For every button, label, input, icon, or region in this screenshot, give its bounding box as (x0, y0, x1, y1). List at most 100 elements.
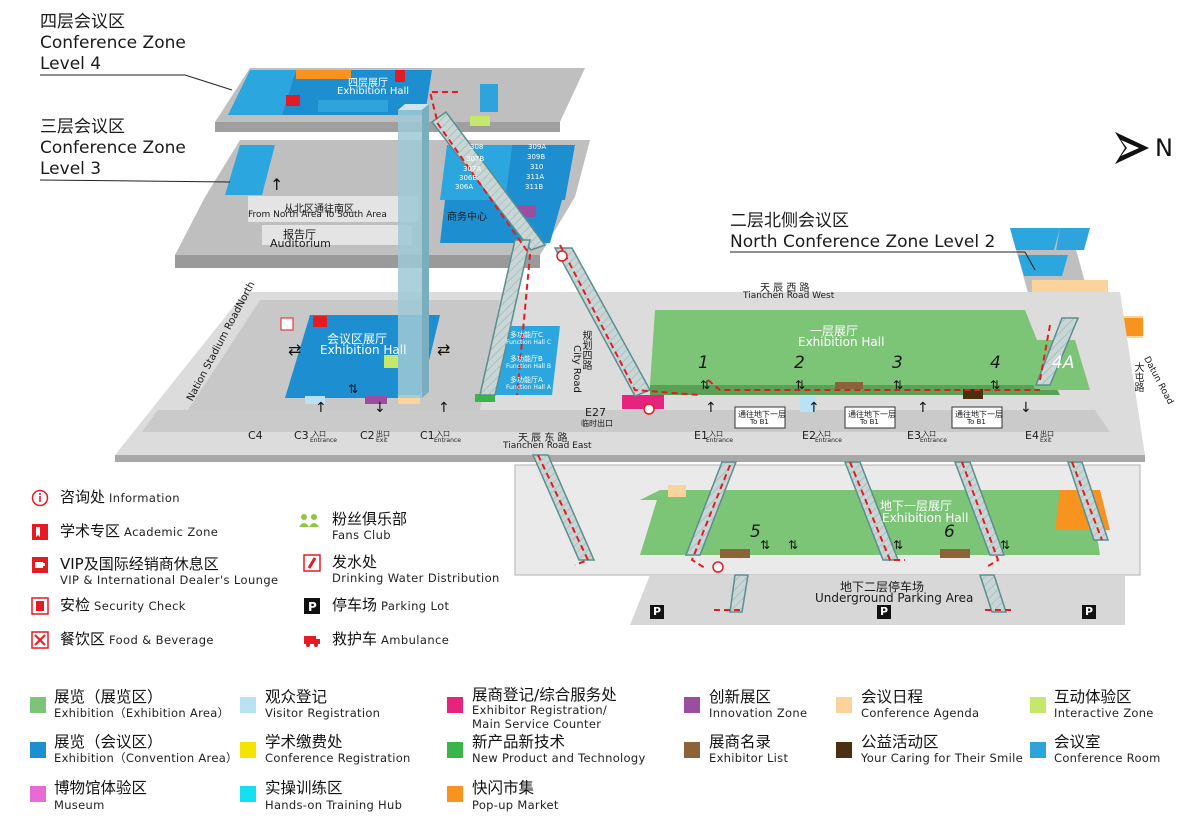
business-center: 商务中心 (447, 212, 487, 223)
road-east-en: Tianchen Road East (503, 441, 592, 451)
swatch-label-en: Exhibition（Convention Area） (54, 751, 238, 765)
svg-text:⇄: ⇄ (437, 340, 450, 359)
parking-cn: 地下二层停车场 (840, 580, 925, 594)
to-b1-sign-2-cn: 通往地下一层 (848, 410, 896, 419)
svg-text:↑: ↑ (705, 400, 717, 416)
swatch-label-cn: 创新展区 (709, 688, 772, 706)
swatch-label-en: Conference Registration (265, 751, 411, 765)
swatch-label-en: Interactive Zone (1054, 706, 1154, 720)
conv-hall-cn: 会议区展厅 (327, 332, 388, 346)
hall1-en: Exhibition Hall (798, 335, 885, 349)
hall-number-4: 4 (990, 353, 1001, 373)
e27-sublabel: 临时出口 (581, 419, 613, 428)
swatch-label-en: Hands-on Training Hub (265, 798, 403, 812)
svg-text:⇅: ⇅ (893, 378, 903, 392)
function-hall-a-en: Function Hall A (506, 384, 551, 391)
function-hall-c-en: Function Hall C (506, 339, 552, 346)
swatch-label-en: Conference Agenda (861, 706, 980, 720)
svg-text:↑: ↑ (917, 400, 929, 416)
room-306b: 306B (459, 174, 478, 182)
to-b1-sign-3-en: To B1 (967, 418, 986, 426)
legend-item-water: 发水处 Drinking Water Distribution (302, 553, 500, 585)
auditorium-en: Auditorium (270, 237, 331, 250)
swatch-label-cn: 学术缴费处 (265, 733, 343, 751)
room-308: 308 (470, 143, 484, 151)
parking-p-1: P (653, 605, 662, 618)
road-west-cn: 天 辰 西 路 (760, 283, 810, 294)
room-306a: 306A (455, 183, 474, 191)
swatch-label-cn: 新产品新技术 (472, 733, 566, 751)
swatch-interactive-zone (1030, 697, 1046, 713)
swatch-label-cn: 展览（展览区） (54, 688, 163, 706)
gate-e4-en: Exit (1040, 437, 1052, 444)
gate-c1-cn: 入口 (436, 430, 450, 438)
svg-text:⇅: ⇅ (700, 378, 710, 392)
hall4-label-cn: 四层展厅 (348, 78, 388, 89)
level-4-title-cn: 四层会议区 (40, 12, 125, 32)
legend-label-en: Food & Beverage (109, 633, 214, 647)
legend-label-cn: 安检 (60, 596, 91, 614)
legend-label-en: Security Check (94, 599, 186, 613)
level-3-title-en2: Level 3 (40, 159, 102, 179)
swatch-exhibitor-registration (447, 697, 463, 713)
to-b1-sign-3-cn: 通往地下一层 (955, 410, 1003, 419)
room-311b: 311B (525, 183, 544, 191)
gate-e1-en: Entrance (706, 437, 733, 444)
swatch-label-en: Exhibition（Exhibition Area） (54, 706, 230, 720)
gate-c3-en: Entrance (310, 437, 337, 444)
swatch-museum (30, 786, 46, 802)
swatch-label-cn: 快闪市集 (472, 779, 535, 797)
legend-label-en: Fans Club (332, 528, 391, 542)
svg-text:⇅: ⇅ (893, 538, 903, 552)
svg-text:↑: ↑ (438, 400, 450, 416)
legend-item-information: 咨询处 Information (30, 488, 180, 508)
gate-e1: E1 (694, 429, 708, 442)
parking-icon: P (302, 596, 322, 616)
swatch-label-en: Conference Room (1054, 751, 1161, 765)
svg-text:↓: ↓ (1020, 400, 1032, 416)
legend-label-en: Academic Zone (124, 525, 219, 539)
legend-label-cn: 粉丝俱乐部 (332, 510, 408, 528)
svg-text:⇅: ⇅ (788, 538, 798, 552)
svg-text:↑: ↑ (808, 400, 820, 416)
swatch-label-en: Pop-up Market (472, 798, 559, 812)
city-road-cn: 规划四路 (580, 330, 591, 370)
auditorium-cn: 报告厅 (283, 228, 316, 241)
compass-arrow-icon (1115, 132, 1149, 164)
hall-number-1: 1 (698, 353, 709, 373)
conv-hall-en: Exhibition Hall (320, 343, 407, 357)
svg-text:⇅: ⇅ (1000, 538, 1010, 552)
info-icon (30, 488, 50, 508)
legend-item-parking: P 停车场 Parking Lot (302, 596, 449, 616)
north-level-2-title-en: North Conference Zone Level 2 (730, 232, 996, 252)
legend-label-cn: 停车场 (332, 596, 378, 614)
hall4-label-en: Exhibition Hall (337, 86, 410, 97)
legend-label-en: Drinking Water Distribution (332, 571, 500, 585)
gate-c2-en: Exit (376, 437, 388, 444)
level-3-title-cn: 三层会议区 (40, 117, 125, 137)
e27-label: E27 (585, 406, 606, 419)
hall-number-6: 6 (944, 522, 955, 542)
parking-p-2: P (880, 605, 889, 618)
b1-hall-cn: 地下一层展厅 (880, 499, 953, 513)
swatch-label-en: Exhibitor List (709, 751, 789, 765)
legend-item-fans-club: 粉丝俱乐部 Fans Club (298, 510, 407, 542)
gate-e2-cn: 入口 (817, 430, 831, 438)
gate-e2-en: Entrance (815, 437, 842, 444)
swatch-new-product (447, 742, 463, 758)
gate-c1: C1 (420, 429, 435, 442)
swatch-label-en: Visitor Registration (265, 706, 381, 720)
direction-arrows: ⇅ ⇅ ⇅ ⇅ ⇅ ⇅ ⇅ ⇅ ⇅ ⇄ ⇄ ↑ ↑ ↓ ↑ ↑ ↑ ↑ ↓ (270, 175, 1032, 552)
legend-label-en: VIP & International Dealer's Lounge (60, 573, 279, 587)
to-b1-sign-2-en: To B1 (860, 418, 879, 426)
swatch-label-en: Museum (54, 798, 105, 812)
room-311a: 311A (526, 173, 545, 181)
swatch-label-cn: 展览（会议区） (54, 733, 163, 751)
parking-p-3: P (1085, 605, 1094, 618)
legend-label-en: Parking Lot (381, 599, 450, 613)
hall-number-4a: 4A (1052, 353, 1075, 373)
to-b1-sign-1-cn: 通往地下一层 (738, 410, 786, 419)
road-east-cn: 天 辰 东 路 (518, 433, 568, 444)
north-level-2-title-cn: 二层北侧会议区 (730, 211, 849, 231)
